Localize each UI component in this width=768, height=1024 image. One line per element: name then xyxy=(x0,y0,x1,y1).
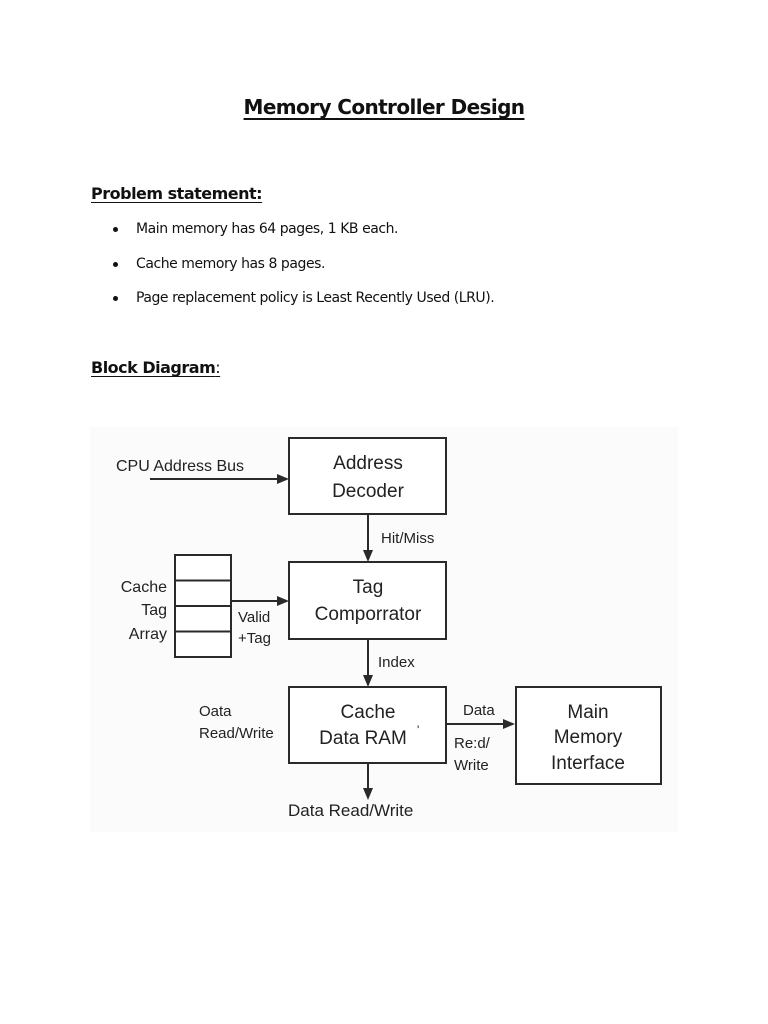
cache-tag-array-label-line1: Cache xyxy=(121,579,167,596)
left-data-rw-label-line1: Oata xyxy=(199,703,232,720)
address-decoder-label-line2: Decoder xyxy=(332,481,404,502)
list-item-text: Cache memory has 8 pages. xyxy=(136,255,325,272)
tag-comparator-block: Tag Comporrator xyxy=(288,561,447,640)
bullet-icon xyxy=(113,261,118,267)
cpu-address-bus-label: CPU Address Bus xyxy=(116,458,244,475)
cache-data-ram-block: Cache Data RAM ' xyxy=(288,686,447,764)
problem-statement-heading-text: Problem statement: xyxy=(91,184,263,203)
arrowhead-icon xyxy=(277,596,289,606)
data-rw-output-label: Data Read/Write xyxy=(288,801,413,820)
address-decoder-block: Address Decoder xyxy=(288,437,447,515)
page-title-text: Memory Controller Design xyxy=(243,95,526,119)
main-memory-data-label: Data xyxy=(463,702,495,719)
block-diagram-heading: Block Diagram: xyxy=(91,358,221,377)
cache-data-ram-label-line1: Cache xyxy=(341,702,396,723)
bullet-icon xyxy=(113,227,118,232)
tag-comparator-label-line1: Tag xyxy=(353,577,384,598)
main-memory-interface-label-line3: Interface xyxy=(551,753,625,774)
arrowhead-icon xyxy=(277,474,289,484)
main-memory-interface-label-line1: Main xyxy=(567,702,608,723)
block-diagram-svg: CPU Address Bus Address Decoder Hit/Miss… xyxy=(116,437,662,820)
tag-comparator-label-line2: Comporrator xyxy=(315,604,422,625)
main-memory-interface-label-line2: Memory xyxy=(554,727,623,748)
list-item-text: Main memory has 64 pages, 1 KB each. xyxy=(136,221,399,237)
cache-data-ram-mark: ' xyxy=(417,723,419,737)
list-item-text: Page replacement policy is Least Recentl… xyxy=(136,290,495,306)
block-diagram: CPU Address Bus Address Decoder Hit/Miss… xyxy=(90,427,678,832)
main-memory-rw-label-line1: Re:d/ xyxy=(454,735,491,752)
index-label: Index xyxy=(378,654,415,671)
valid-tag-label-line2: +Tag xyxy=(238,630,271,647)
main-memory-rw-label-line2: Write xyxy=(454,757,489,774)
arrowhead-icon xyxy=(363,675,373,687)
hit-miss-label: Hit/Miss xyxy=(381,530,434,547)
bullet-icon xyxy=(113,296,118,301)
arrowhead-icon xyxy=(363,788,373,800)
arrowhead-icon xyxy=(503,719,515,729)
cache-data-ram-label-line2: Data RAM xyxy=(319,728,407,749)
block-diagram-heading-colon: : xyxy=(215,358,221,377)
main-memory-interface-block: Main Memory Interface xyxy=(515,686,662,785)
block-diagram-heading-text: Block Diagram xyxy=(91,358,216,377)
cache-tag-array-label-line3: Array xyxy=(129,626,167,643)
page-title: Memory Controller Design xyxy=(0,95,768,119)
problem-statement-heading: Problem statement: xyxy=(91,184,263,203)
left-data-rw-label-line2: Read/Write xyxy=(199,725,274,742)
valid-tag-label-line1: Valid xyxy=(238,609,270,626)
cache-tag-array-label-line2: Tag xyxy=(141,602,167,619)
arrowhead-icon xyxy=(363,550,373,562)
address-decoder-label-line1: Address xyxy=(333,453,403,474)
